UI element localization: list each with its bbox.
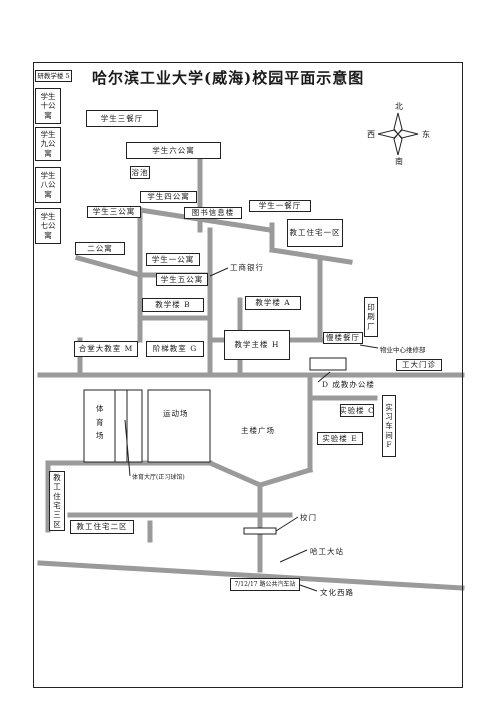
leader-line	[124, 419, 131, 477]
map-frame	[33, 62, 463, 688]
gymnasium-label: 体育大厅(正习球馆)	[132, 474, 185, 481]
road-segment	[137, 207, 273, 233]
canteen-3: 学生三餐厅	[86, 110, 158, 127]
school-gate-label: 校门	[300, 513, 317, 522]
leader-line	[299, 584, 318, 592]
library: 图书信息楼	[184, 207, 242, 219]
map-title: 哈尔滨工业大学(威海)校园平面示意图	[92, 69, 365, 87]
dining-hall: 慢楼餐厅	[323, 332, 363, 344]
service-center-label: 物业中心维修部	[380, 346, 426, 354]
sports-field-label: 运动场	[163, 409, 189, 418]
compass-south: 南	[395, 157, 403, 166]
stadium-stand	[114, 389, 128, 463]
staff-housing-1: 教工住宅一区	[287, 219, 343, 247]
bathhouse: 浴池	[130, 166, 150, 179]
hit-stop-label: 哈工大站	[310, 547, 344, 556]
dorm-7: 学生七公寓	[35, 208, 61, 244]
wenhua-west-road	[37, 560, 465, 591]
bank-label: 工商银行	[230, 263, 264, 272]
dorm-6: 学生六公寓	[126, 142, 221, 159]
dorm-3: 学生三公寓	[87, 206, 141, 218]
leader-line	[279, 549, 308, 563]
old-teaching-building-5: 研教学楼 5	[35, 70, 72, 82]
compass-north: 北	[395, 102, 403, 111]
dorm-1: 学生一公寓	[146, 253, 200, 266]
lab-building-e: 实验楼 E	[317, 432, 363, 445]
compass-west: 西	[367, 130, 375, 139]
lab-building-c: 实验楼 C	[339, 404, 374, 417]
workshop-f: 实习车间 F	[382, 395, 396, 457]
road-segment	[256, 466, 314, 489]
teaching-building-a: 教学楼 A	[245, 296, 301, 310]
admin-building-outline	[309, 357, 347, 371]
lecture-hall-m: 合堂大教室 M	[74, 341, 138, 357]
road-segment	[206, 459, 264, 489]
leader-line	[275, 516, 299, 532]
canteen-1: 学生一餐厅	[249, 200, 311, 212]
leader-line	[317, 371, 331, 383]
east-clinic: 工大门诊	[396, 359, 442, 371]
admin-building-d-label: D 成教办公楼	[322, 380, 375, 389]
staff-housing-3: 教工住宅三区	[49, 471, 65, 531]
leader-line	[209, 267, 229, 277]
dorm-8: 学生八公寓	[35, 167, 61, 203]
main-square-label: 主楼广场	[241, 426, 275, 435]
print-shop: 印刷厂	[364, 297, 378, 337]
leader-line	[359, 344, 379, 349]
dorm-5: 学生五公寓	[156, 273, 208, 286]
road-segment	[74, 254, 144, 279]
dorm-2: 二公寓	[75, 242, 125, 255]
stadium-label: 体育场	[96, 404, 105, 440]
stadium-outline	[83, 389, 143, 463]
teaching-building-b: 教学楼 B	[142, 298, 204, 312]
tiered-classroom-g: 阶梯教室 G	[146, 341, 204, 357]
wenhua-west-road-label: 文化西路	[320, 588, 354, 597]
dorm-10: 学生十公寓	[35, 88, 61, 124]
dorm-9: 学生九公寓	[35, 127, 61, 161]
compass-east: 东	[422, 130, 430, 139]
staff-housing-2: 教工住宅二区	[70, 520, 134, 534]
bus-stop: 7/12/17 路公共汽车站	[230, 578, 300, 591]
sports-field-outline	[147, 389, 211, 463]
dorm-4: 学生四公寓	[140, 191, 197, 203]
compass-rose	[377, 112, 419, 156]
road-segment	[269, 247, 353, 265]
main-teaching-building-h: 教学主楼 H	[224, 330, 290, 360]
